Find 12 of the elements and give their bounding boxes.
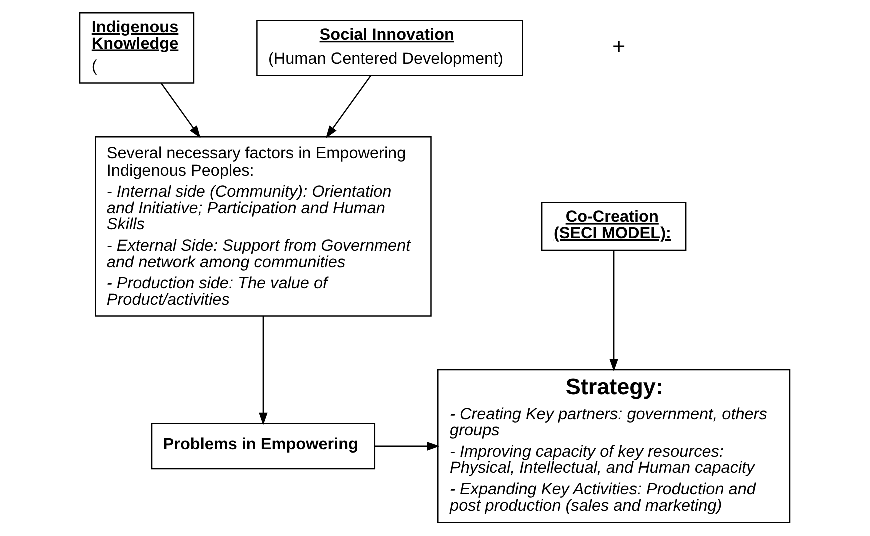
node-box: Co-Creation (SECI MODEL): bbox=[541, 202, 687, 252]
node-box: Strategy: - Creating Key partners: government, others groups - Improving capacity of key resources: Physical, Intellectual, and Human capacity - Expanding Key Activities: Production and post production (sales and marketing) bbox=[438, 369, 791, 524]
arrow bbox=[326, 75, 372, 138]
node-box: Social Innovation (Human Centered Development) bbox=[256, 20, 524, 76]
node-box: Several necessary factors in Empowering Indigenous Peoples: - Internal side (Community): Orientation and Initiative; Participation and Human Skills - External Side: Support from Government and network among communities - Production side: The value of Product/activities bbox=[95, 136, 432, 317]
arrow bbox=[610, 250, 618, 372]
node-box: Problems in Empowering bbox=[151, 423, 376, 470]
arrow bbox=[160, 83, 201, 138]
arrow bbox=[375, 442, 440, 451]
label: + bbox=[612, 34, 626, 59]
node-box: Indigenous Knowledge ( bbox=[79, 12, 195, 84]
arrow bbox=[259, 316, 268, 426]
